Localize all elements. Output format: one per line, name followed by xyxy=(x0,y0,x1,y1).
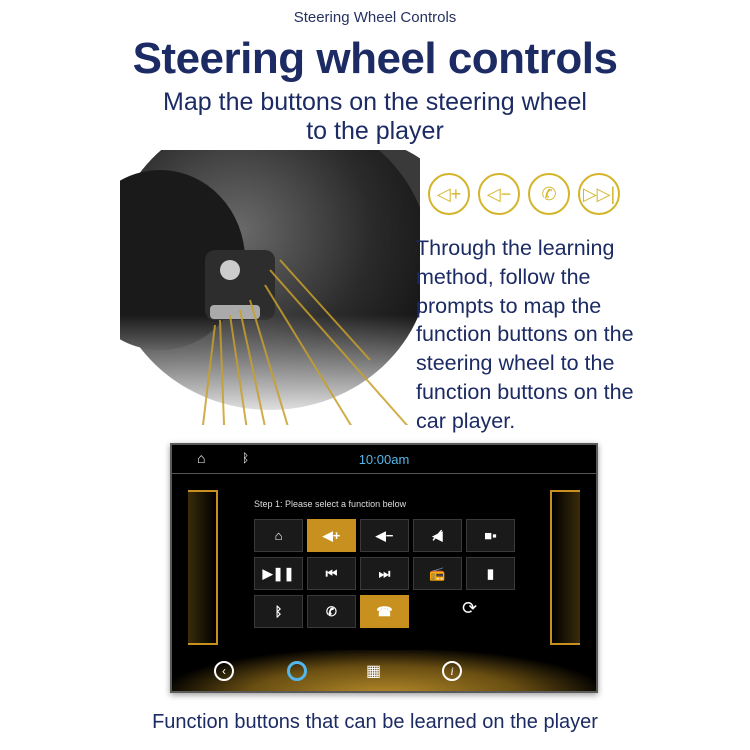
volume-down-button[interactable]: ◀− xyxy=(360,519,409,552)
next-button[interactable]: ⏭ xyxy=(360,557,409,590)
bluetooth-button[interactable]: ᛒ xyxy=(254,595,303,628)
phone-answer-icon: ✆ xyxy=(326,603,337,619)
status-bar: ⌂ ᛒ 10:00am xyxy=(172,445,596,474)
back-icon[interactable]: ‹ xyxy=(214,661,234,681)
clock: 10:00am xyxy=(358,452,410,467)
steering-wheel-photo xyxy=(120,150,420,425)
steering-wheel-icon[interactable] xyxy=(287,661,307,681)
phone-answer-button[interactable]: ✆ xyxy=(307,595,356,628)
player-screen: ⌂ ᛒ 10:00am Step 1: Please select a func… xyxy=(170,443,598,693)
volume-down-icon: ◀− xyxy=(375,527,394,543)
refresh-icon[interactable]: ⟳ xyxy=(462,598,478,618)
top-label: Steering Wheel Controls xyxy=(293,9,457,26)
phone-hangup-icon: ☎ xyxy=(376,603,393,619)
previous-button[interactable]: ⏮ xyxy=(307,557,356,590)
phone-hangup-button[interactable]: ☎ xyxy=(360,595,409,628)
radio-button[interactable]: 📻 xyxy=(413,557,462,590)
bluetooth-icon: ᛒ xyxy=(274,604,283,619)
mode-button[interactable]: ■▪ xyxy=(466,519,515,552)
description-text: Through the learning method, follow the … xyxy=(416,236,634,433)
bottom-bar xyxy=(172,650,596,691)
play-pause-icon: ▶❚❚ xyxy=(262,565,295,581)
volume-up-button[interactable]: ◀+ xyxy=(307,519,356,552)
instruction-text: Step 1: Please select a function below xyxy=(254,499,407,509)
usb-button[interactable]: ▮ xyxy=(466,557,515,590)
page-title: Steering wheel controls xyxy=(132,34,618,83)
right-panel-decoration xyxy=(550,490,580,645)
phone-icon: ✆ xyxy=(528,173,570,215)
radio-icon: 📻 xyxy=(429,565,446,581)
info-icon[interactable]: i xyxy=(442,661,462,681)
fast-forward-icon: ▷▷| xyxy=(578,173,620,215)
home-icon[interactable]: ⌂ xyxy=(197,450,206,466)
grid-menu-icon[interactable]: ▦ xyxy=(366,663,382,680)
mute-button[interactable]: ◀̸ xyxy=(413,519,462,552)
next-icon: ⏭ xyxy=(378,565,391,581)
usb-icon: ▮ xyxy=(486,565,495,581)
previous-icon: ⏮ xyxy=(325,565,338,581)
volume-up-icon: ◁+ xyxy=(428,173,470,215)
bluetooth-icon: ᛒ xyxy=(242,451,250,465)
volume-down-icon: ◁− xyxy=(478,173,520,215)
subtitle-line-2: to the player xyxy=(306,117,444,145)
mute-icon: ◀̸ xyxy=(432,527,443,543)
home-icon: ⌂ xyxy=(274,528,283,543)
play-pause-button[interactable]: ▶❚❚ xyxy=(254,557,303,590)
mode-icon: ■▪ xyxy=(484,528,497,543)
volume-up-icon: ◀+ xyxy=(322,527,341,543)
home-button[interactable]: ⌂ xyxy=(254,519,303,552)
left-panel-decoration xyxy=(188,490,218,645)
caption: Function buttons that can be learned on … xyxy=(152,711,598,733)
subtitle-line-1: Map the buttons on the steering wheel xyxy=(163,88,587,116)
